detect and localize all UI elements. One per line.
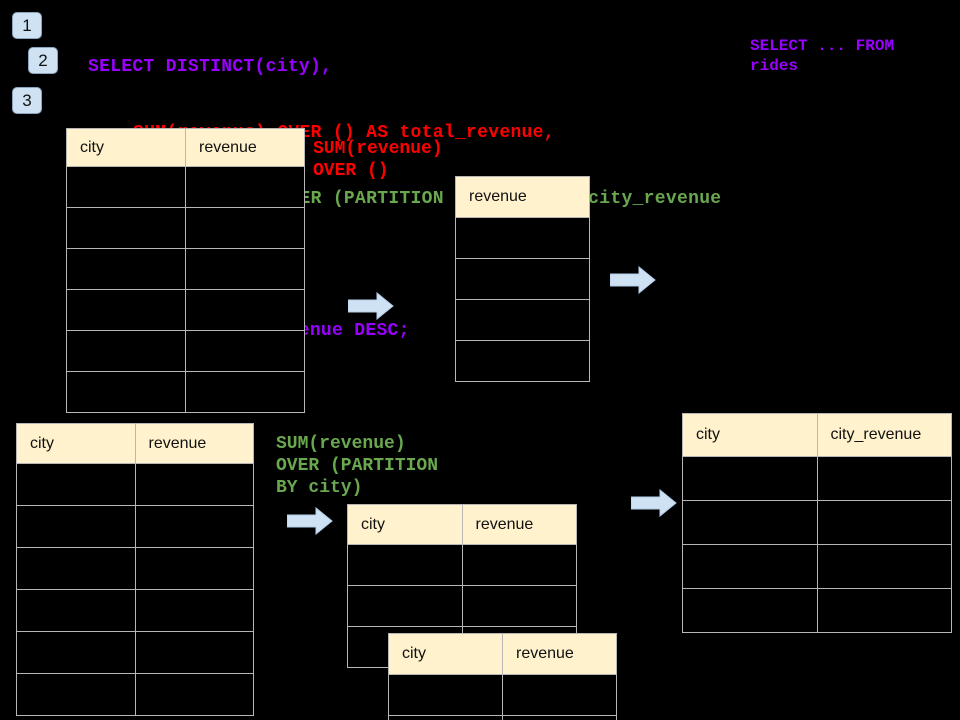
table-row <box>16 673 254 716</box>
table-row <box>16 547 254 590</box>
table-cell <box>134 631 254 674</box>
column-header: city <box>347 504 463 545</box>
annotation-sum-partition: SUM(revenue) OVER (PARTITION BY city) <box>276 434 439 498</box>
table-row <box>455 258 590 300</box>
table-row <box>66 371 305 413</box>
arrow-right-icon <box>631 489 677 517</box>
table-row <box>16 505 254 548</box>
table-cell <box>682 544 818 589</box>
table-cell <box>388 674 503 716</box>
table-row <box>455 217 590 259</box>
table-cell <box>134 589 254 632</box>
table-cell <box>502 715 617 720</box>
table-cell <box>66 289 186 331</box>
table-row <box>455 299 590 341</box>
table-cell <box>134 463 254 506</box>
table-cell <box>682 588 818 633</box>
table-row <box>66 330 305 372</box>
table-cell <box>134 547 254 590</box>
table-cell <box>16 589 136 632</box>
column-header: revenue <box>461 504 577 545</box>
table-cell <box>16 673 136 716</box>
step-badge-2: 2 <box>28 47 58 74</box>
table-cell <box>388 715 503 720</box>
table-cell <box>455 258 590 300</box>
table-row <box>455 340 590 382</box>
column-header: city <box>66 128 186 167</box>
table-cell <box>185 207 305 249</box>
column-header: revenue <box>455 176 590 218</box>
table-cell <box>461 585 577 627</box>
step-badge-3: 3 <box>12 87 42 114</box>
table-cell <box>16 463 136 506</box>
arrow-right-icon <box>287 507 333 535</box>
table-cell <box>66 166 186 208</box>
table-row <box>66 207 305 249</box>
table-row <box>682 456 952 501</box>
table-cell <box>816 588 952 633</box>
table-cell <box>455 217 590 259</box>
annotation-sum-over: SUM(revenue) OVER () <box>313 139 443 181</box>
table-cell <box>347 544 463 586</box>
table-cell <box>185 166 305 208</box>
table-total-revenue: revenue <box>455 176 590 382</box>
table-row <box>66 289 305 331</box>
table-cell <box>816 500 952 545</box>
column-header: city <box>388 633 503 675</box>
table-cell <box>816 544 952 589</box>
table-row <box>66 248 305 290</box>
table-row <box>16 631 254 674</box>
table-cell <box>455 299 590 341</box>
table-row <box>388 715 617 720</box>
table-cell <box>682 500 818 545</box>
select-from-rides-note: SELECT ... FROM rides <box>750 37 895 75</box>
table-cell <box>16 631 136 674</box>
table-cell <box>185 289 305 331</box>
table-row <box>66 166 305 208</box>
table-cell <box>16 505 136 548</box>
table-cell <box>185 330 305 372</box>
table-cell <box>816 456 952 501</box>
table-cell <box>66 248 186 290</box>
arrow-right-icon <box>610 266 656 294</box>
column-header: revenue <box>185 128 305 167</box>
table-cell <box>455 340 590 382</box>
table-cell <box>185 248 305 290</box>
step-badge-1: 1 <box>12 12 42 39</box>
table-cell <box>347 585 463 627</box>
column-header: city <box>16 423 136 464</box>
table-cell <box>16 547 136 590</box>
column-header: city <box>682 413 818 457</box>
column-header: revenue <box>502 633 617 675</box>
table-cell <box>134 673 254 716</box>
column-header: revenue <box>134 423 254 464</box>
table-cell <box>66 330 186 372</box>
table-cell <box>502 674 617 716</box>
column-header: city_revenue <box>816 413 952 457</box>
table-row <box>347 544 577 586</box>
table-cell <box>66 371 186 413</box>
table-cell <box>682 456 818 501</box>
table-cell <box>134 505 254 548</box>
table-row <box>682 588 952 633</box>
table-row <box>16 589 254 632</box>
table-row <box>347 585 577 627</box>
table-row <box>682 500 952 545</box>
sql-line-select: SELECT DISTINCT(city), <box>88 57 333 77</box>
table-cell <box>185 371 305 413</box>
table-row <box>388 674 617 716</box>
table-cell <box>461 544 577 586</box>
arrow-right-icon <box>348 292 394 320</box>
table-row <box>682 544 952 589</box>
table-row <box>16 463 254 506</box>
table-cell <box>66 207 186 249</box>
